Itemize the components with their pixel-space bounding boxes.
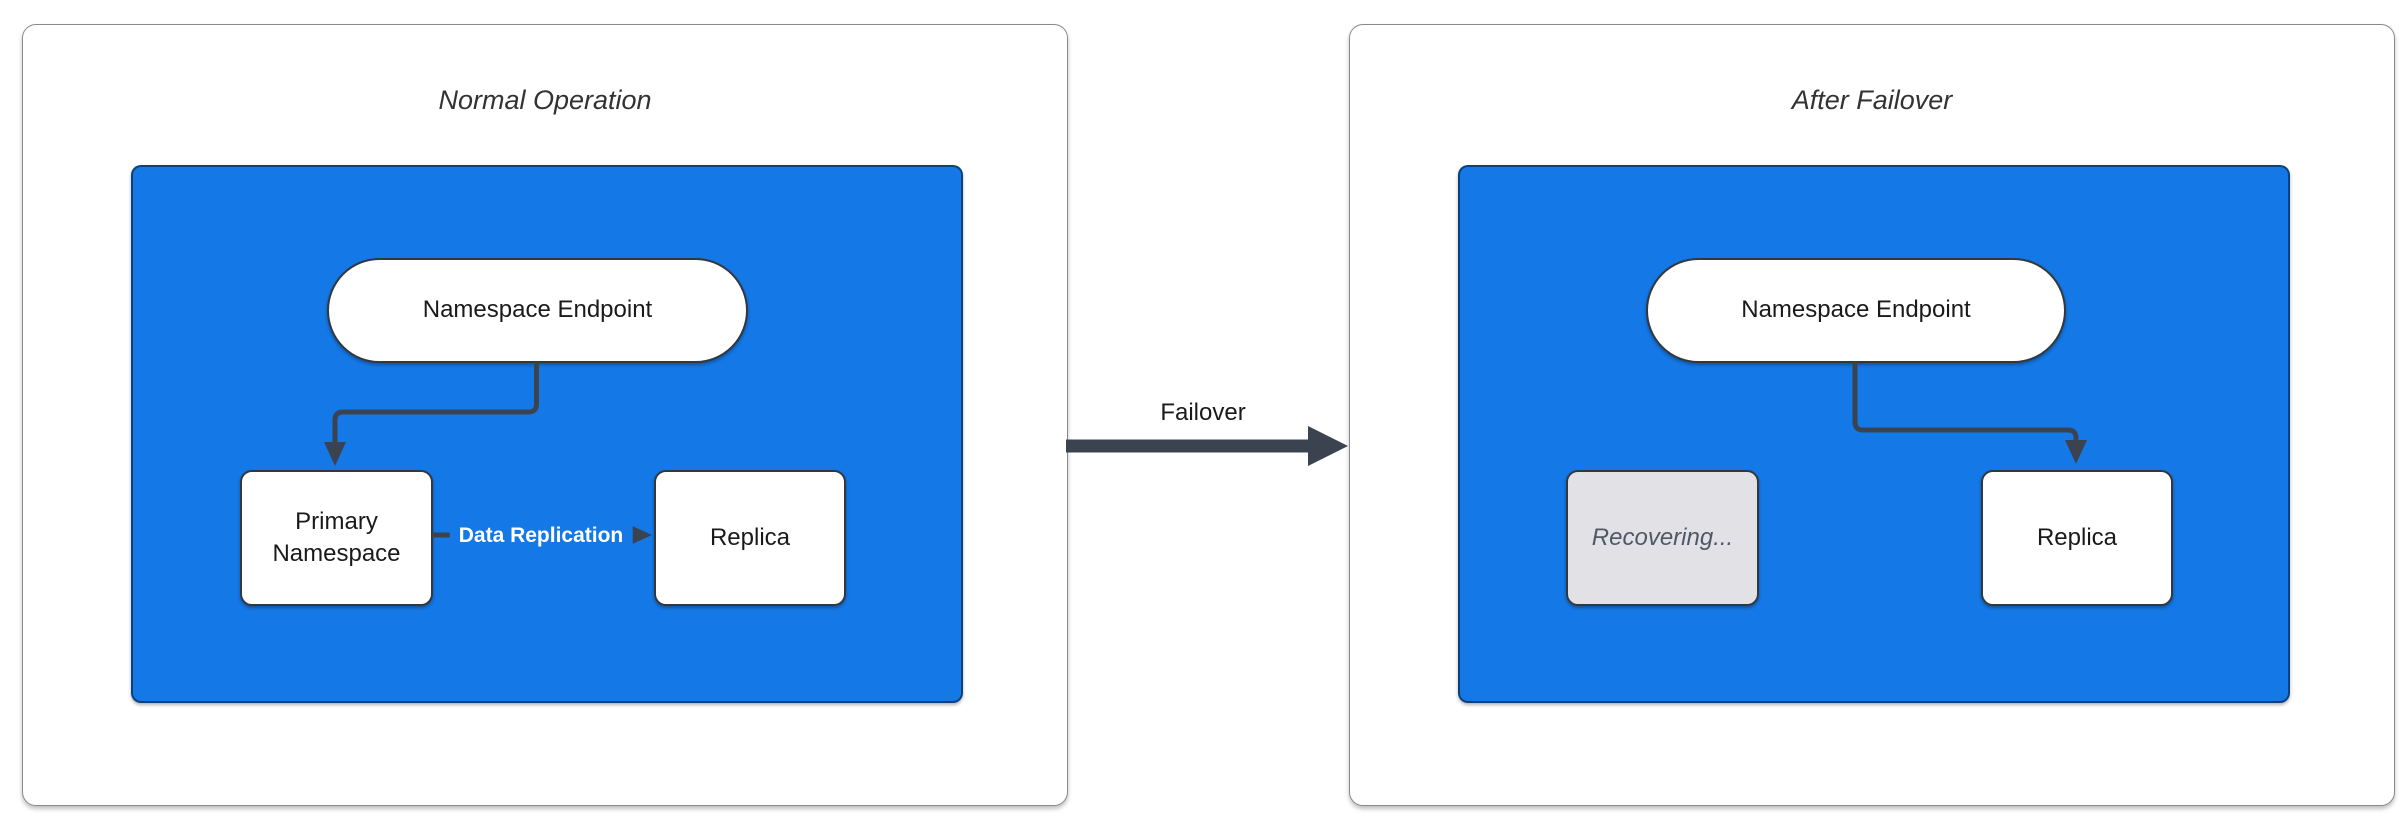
panel-normal-operation: Normal Operation Namespace Endpoint Prim…: [22, 24, 1068, 806]
node-primary-namespace: Primary Namespace: [240, 470, 433, 606]
node-replica-normal: Replica: [654, 470, 846, 606]
namespace-container-failover: [1458, 165, 2290, 703]
arrowhead-failover: [1308, 426, 1348, 466]
node-label: Namespace Endpoint: [1741, 296, 1971, 324]
namespace-container-normal: [131, 165, 963, 703]
edge-label-data-replication: Data Replication: [449, 521, 633, 551]
node-replica-failover: Replica: [1981, 470, 2173, 606]
node-recovering: Recovering...: [1566, 470, 1759, 606]
panel-title-normal-operation: Normal Operation: [438, 85, 652, 115]
panel-title-after-failover: After Failover: [1791, 85, 1953, 115]
edge-label-failover: Failover: [1160, 399, 1246, 426]
node-label: Namespace Endpoint: [422, 296, 653, 324]
node-label: Recovering...: [1591, 523, 1734, 551]
node-namespace-endpoint-failover: Namespace Endpoint: [1646, 258, 2066, 363]
panel-after-failover: After Failover Namespace Endpoint Recove…: [1349, 24, 2395, 806]
node-label: Replica: [2036, 523, 2118, 551]
node-label: Primary Namespace: [272, 507, 401, 567]
node-label: Replica: [709, 523, 791, 551]
node-namespace-endpoint-normal: Namespace Endpoint: [327, 258, 748, 363]
